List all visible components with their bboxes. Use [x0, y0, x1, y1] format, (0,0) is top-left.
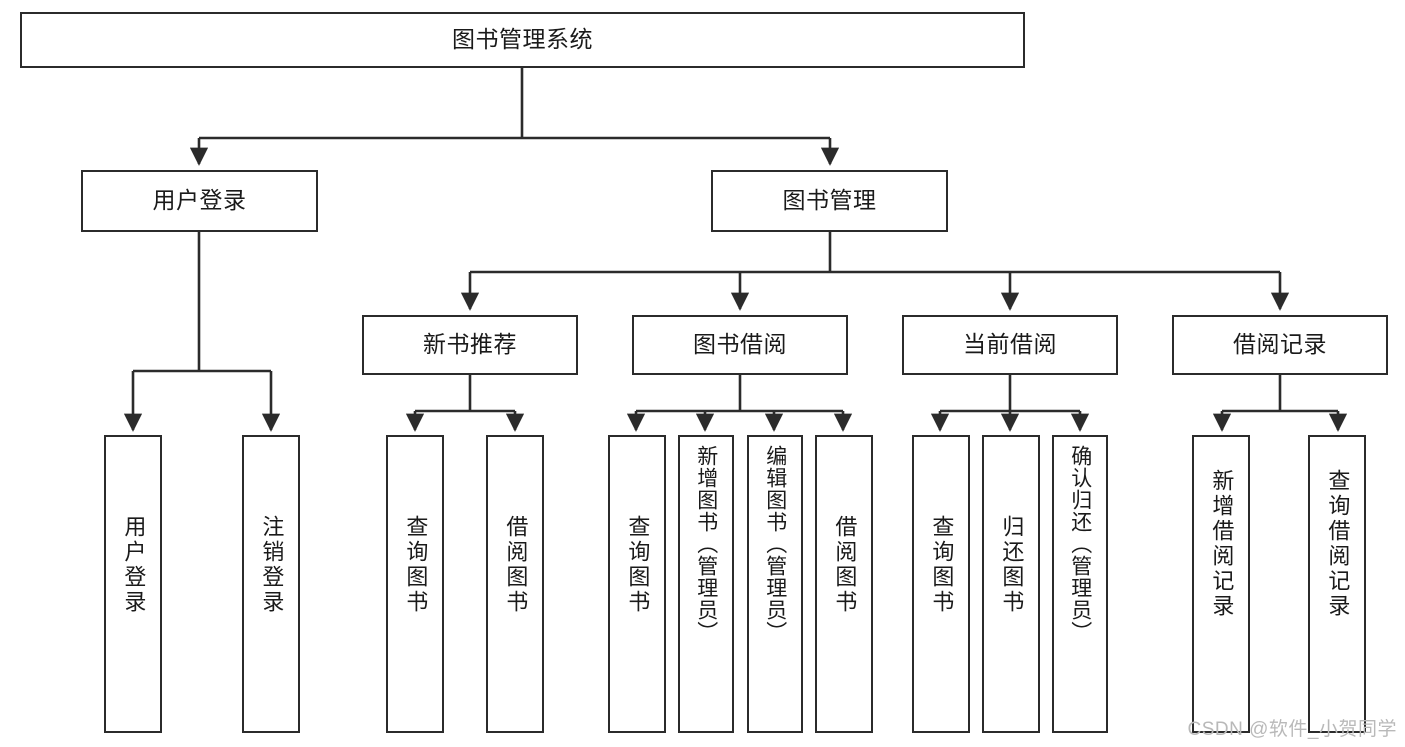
node-label: 新增图书（管理员） — [694, 445, 718, 643]
node-label: 查询图书 — [625, 515, 651, 615]
watermark-text: CSDN @软件_小贺同学 — [1187, 719, 1397, 740]
leaf-query-book-borrow[interactable]: 查询图书 — [608, 435, 666, 733]
node-label: 借阅图书 — [832, 515, 858, 615]
leaf-query-book-current[interactable]: 查询图书 — [912, 435, 970, 733]
node-new-book-recommend[interactable]: 新书推荐 — [362, 315, 578, 375]
node-current-borrow[interactable]: 当前借阅 — [902, 315, 1118, 375]
node-label: 图书管理 — [782, 187, 877, 214]
node-book-manage[interactable]: 图书管理 — [711, 170, 948, 232]
node-label: 新书推荐 — [423, 331, 517, 358]
node-book-borrow[interactable]: 图书借阅 — [632, 315, 848, 375]
node-user-login[interactable]: 用户登录 — [81, 170, 318, 232]
leaf-borrow-book-newbook[interactable]: 借阅图书 — [486, 435, 544, 733]
node-label: 查询图书 — [929, 515, 955, 615]
node-label: 查询图书 — [403, 515, 429, 615]
node-borrow-record[interactable]: 借阅记录 — [1172, 315, 1388, 375]
node-label: 图书管理系统 — [452, 26, 593, 53]
node-label: 借阅图书 — [503, 515, 529, 615]
leaf-query-borrow-record[interactable]: 查询借阅记录 — [1308, 435, 1366, 733]
node-label: 用户登录 — [121, 515, 147, 615]
node-label: 编辑图书（管理员） — [763, 445, 787, 643]
node-label: 注销登录 — [259, 515, 285, 615]
node-label: 归还图书 — [999, 515, 1025, 615]
leaf-confirm-return-admin[interactable]: 确认归还（管理员） — [1052, 435, 1108, 733]
leaf-return-book[interactable]: 归还图书 — [982, 435, 1040, 733]
leaf-edit-book-admin[interactable]: 编辑图书（管理员） — [747, 435, 803, 733]
leaf-query-book-newbook[interactable]: 查询图书 — [386, 435, 444, 733]
leaf-add-borrow-record[interactable]: 新增借阅记录 — [1192, 435, 1250, 733]
node-label: 新增借阅记录 — [1209, 469, 1235, 619]
node-label: 借阅记录 — [1233, 331, 1327, 358]
leaf-borrow-book-borrow[interactable]: 借阅图书 — [815, 435, 873, 733]
leaf-user-login[interactable]: 用户登录 — [104, 435, 162, 733]
node-root-system[interactable]: 图书管理系统 — [20, 12, 1025, 68]
node-label: 用户登录 — [152, 187, 247, 214]
node-label: 查询借阅记录 — [1325, 469, 1351, 619]
node-label: 确认归还（管理员） — [1068, 445, 1092, 643]
leaf-logout[interactable]: 注销登录 — [242, 435, 300, 733]
node-label: 当前借阅 — [963, 331, 1057, 358]
node-label: 图书借阅 — [693, 331, 787, 358]
leaf-add-book-admin[interactable]: 新增图书（管理员） — [678, 435, 734, 733]
